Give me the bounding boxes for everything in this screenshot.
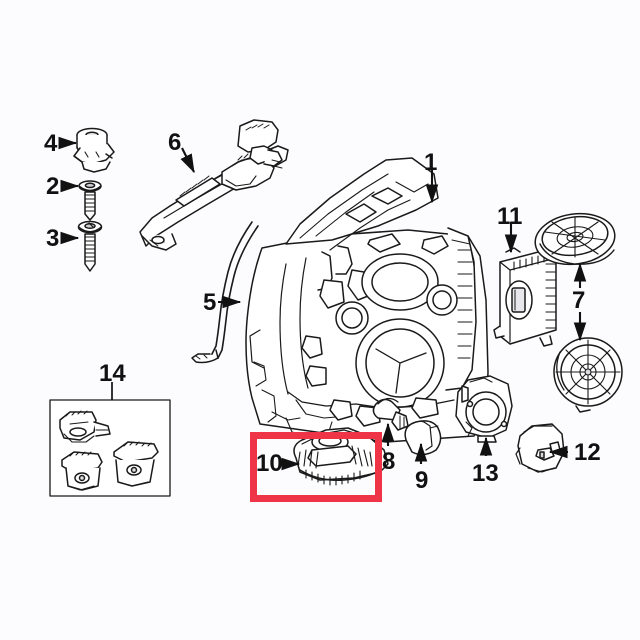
callout-13[interactable]: 13: [472, 460, 499, 487]
callout-9[interactable]: 9: [415, 467, 429, 494]
part-screw-long: [77, 220, 103, 272]
part-bracket-set-box: [49, 399, 171, 497]
callout-12[interactable]: 12: [574, 439, 601, 466]
callout-3[interactable]: 3: [46, 225, 60, 252]
callout-10[interactable]: 10: [256, 450, 283, 477]
callout-4[interactable]: 4: [44, 130, 58, 157]
callout-11[interactable]: 11: [497, 203, 523, 230]
callout-7[interactable]: 7: [572, 287, 586, 314]
selected-part-highlight: [250, 432, 382, 502]
part-fan-cover-oval: [534, 212, 616, 266]
callout-2[interactable]: 2: [46, 173, 60, 200]
callout-5[interactable]: 5: [203, 289, 217, 316]
part-headlight-housing: [245, 157, 489, 443]
callout-1[interactable]: 1: [424, 149, 438, 176]
part-mounting-rail-bracket: [139, 119, 289, 251]
part-bracket-ring: [455, 375, 513, 443]
part-fan-cover-round: [553, 337, 623, 413]
part-screw-short: [78, 180, 102, 221]
part-bulb-socket: [372, 397, 409, 431]
callout-8[interactable]: 8: [382, 448, 396, 475]
callout-leaders: [58, 136, 587, 471]
part-mount-grommet: [73, 127, 115, 173]
callout-14[interactable]: 14: [99, 360, 126, 387]
callout-6[interactable]: 6: [168, 129, 182, 156]
part-dust-cap: [404, 420, 442, 456]
part-control-module: [493, 247, 557, 347]
